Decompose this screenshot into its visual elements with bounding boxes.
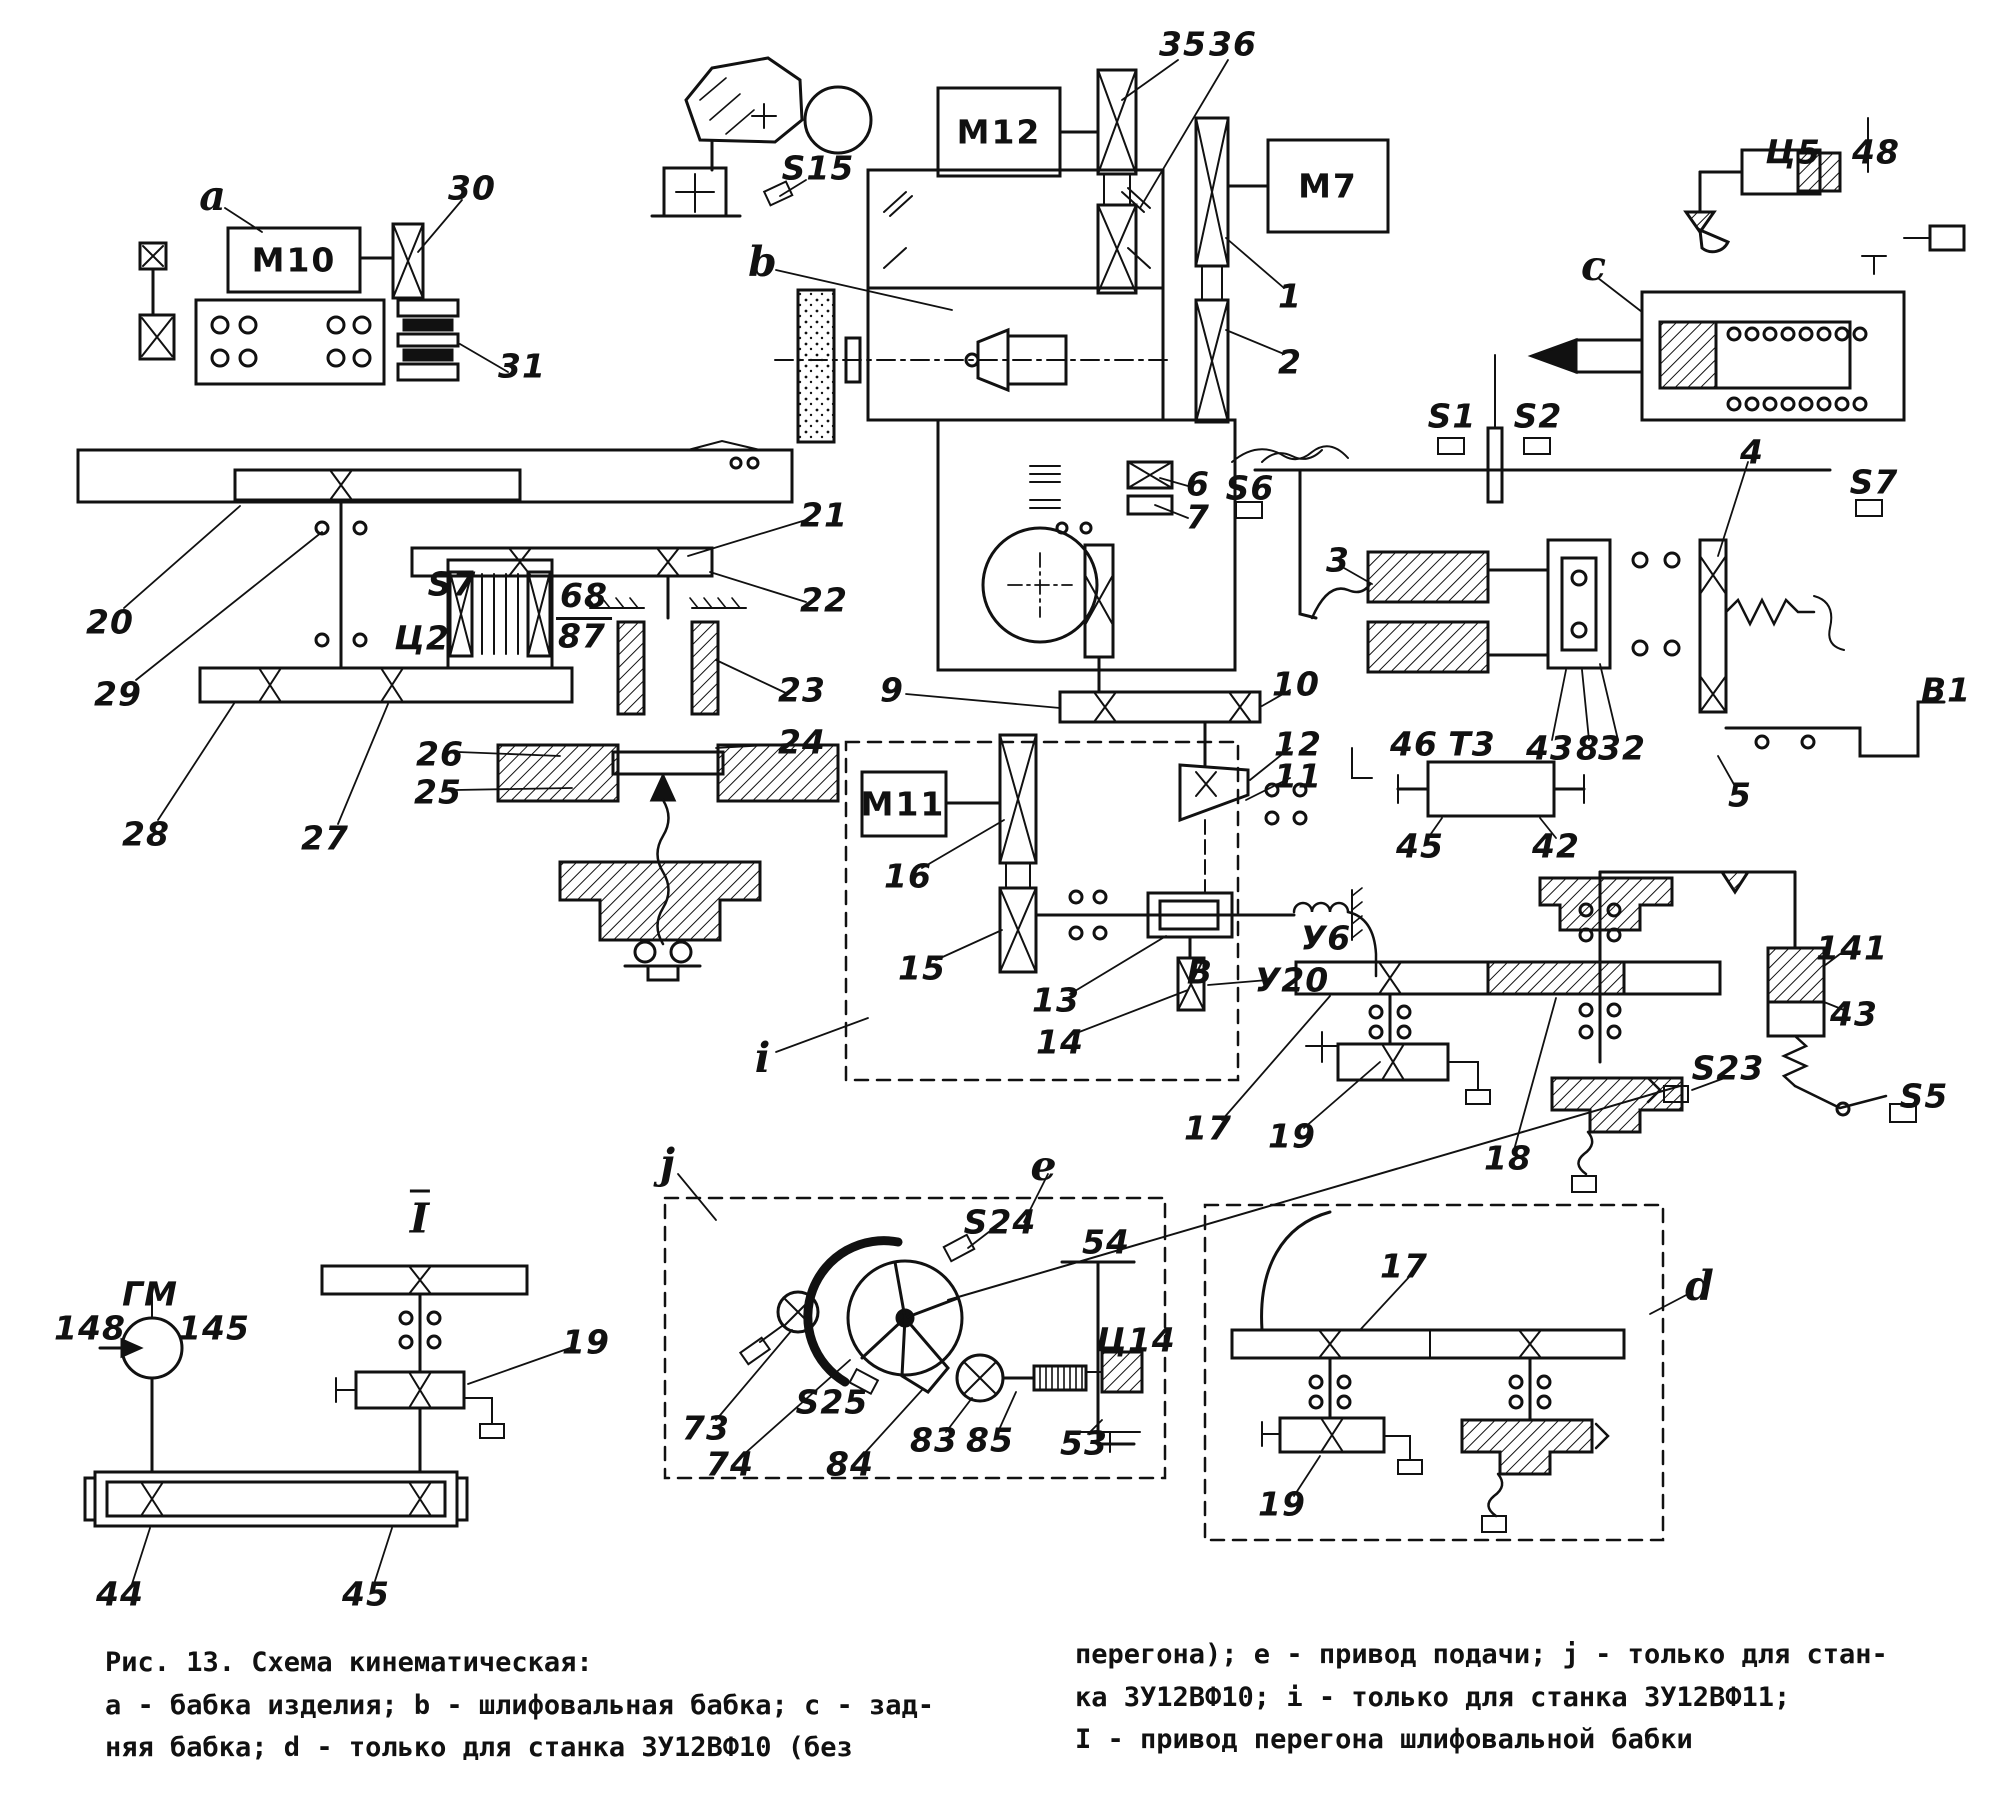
traverse-hydraulics — [1235, 354, 1946, 818]
section-I-traverse-drive — [83, 1264, 529, 1528]
section-d-variant — [1203, 1203, 1665, 1542]
section-je-feed-drive — [663, 1196, 1167, 1480]
caption-line: I - привод перегона шлифовальной бабки — [1075, 1724, 1693, 1756]
caption-line: перегона); е - привод подачи; j - только… — [1075, 1639, 1888, 1670]
section-c-tailstock — [1527, 117, 1966, 422]
figure-caption-left: Рис. 13. Схема кинематическая: а - бабка… — [105, 1642, 934, 1770]
caption-line: няя бабка; d - только для станка ЗУ12ВФ1… — [105, 1732, 853, 1764]
wheelhead-spindle — [496, 597, 840, 982]
figure-caption-right: перегона); е - привод подачи; j - только… — [1075, 1634, 1888, 1762]
leader-lines — [123, 59, 1845, 1585]
section-b-grinding-head — [650, 56, 1390, 894]
feed-mechanism — [947, 870, 1917, 1301]
caption-line: Рис. 13. Схема кинематическая: — [105, 1647, 593, 1678]
section-a-workhead — [76, 222, 794, 704]
caption-line: ка ЗУ12ВФ10; i - только для станка ЗУ12В… — [1075, 1681, 1791, 1713]
section-i-gearbox — [844, 733, 1378, 1082]
caption-line: а - бабка изделия; b - шлифовальная бабк… — [105, 1689, 935, 1721]
